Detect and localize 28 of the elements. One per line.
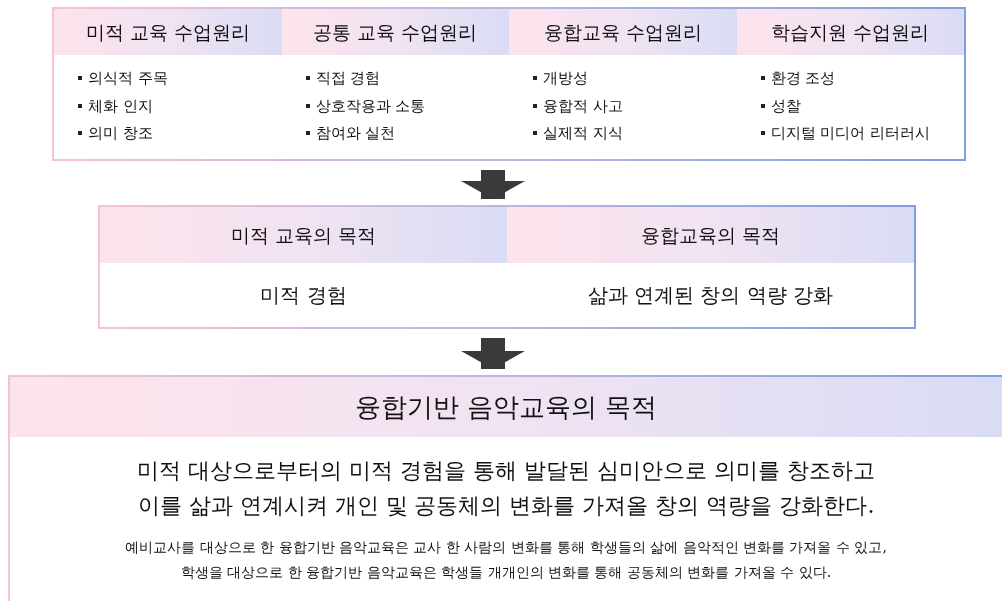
list-item: 성찰 (770, 95, 801, 117)
panel-title: 융합기반 음악교육의 목적 (354, 390, 658, 424)
column-heading: 미적 교육 수업원리 (85, 19, 250, 45)
list-item: 환경 조성 (770, 68, 836, 89)
down-arrow (461, 338, 525, 369)
list-item: 디지털 미디어 리터러시 (770, 123, 931, 144)
list-item: 상호작용과 소통 (315, 95, 426, 117)
panel-box (98, 205, 916, 329)
list-item: 의미 창조 (88, 123, 153, 144)
goal-heading: 미적 교육의 목적 (230, 222, 377, 248)
column-heading: 공통 교육 수업원리 (313, 19, 478, 45)
list-item: 직접 경험 (315, 68, 381, 89)
note-text: 예비교사를 대상으로 한 융합기반 음악교육은 교사 한 사람의 변화를 통해 학생들의 삶에 음악적인 변화를 가져올 수 있고, 학생을 대상으로 한 융합기반 음악교육은 학생들 개개인의 변화를 통해 공동체의 변화를 가져올 수 있다. (124, 538, 888, 582)
goal-heading: 융합교육의 목적 (640, 222, 780, 248)
list-item: 융합적 사고 (543, 95, 623, 117)
list-item: 의식적 주목 (88, 68, 168, 89)
goal-text: 미적 경험 (260, 282, 347, 309)
panel-box (8, 375, 1002, 601)
column-heading: 융합교육 수업원리 (543, 19, 702, 45)
panel-box (52, 7, 966, 161)
list-item: 실제적 지식 (543, 123, 623, 144)
main-statement: 미적 대상으로부터의 미적 경험을 통해 발달된 심미안으로 의미를 창조하고 이를 삶과 연계시켜 개인 및 공동체의 변화를 가져올 창의 역량을 강화한다. (136, 457, 876, 520)
list-item: 체화 인지 (88, 95, 153, 117)
goal-text: 삶과 연계된 창의 역량 강화 (587, 282, 834, 309)
list-item: 참여와 실천 (315, 123, 396, 144)
column-heading: 학습지원 수업원리 (771, 19, 930, 45)
list-item: 개방성 (543, 68, 588, 89)
down-arrow (461, 170, 525, 199)
